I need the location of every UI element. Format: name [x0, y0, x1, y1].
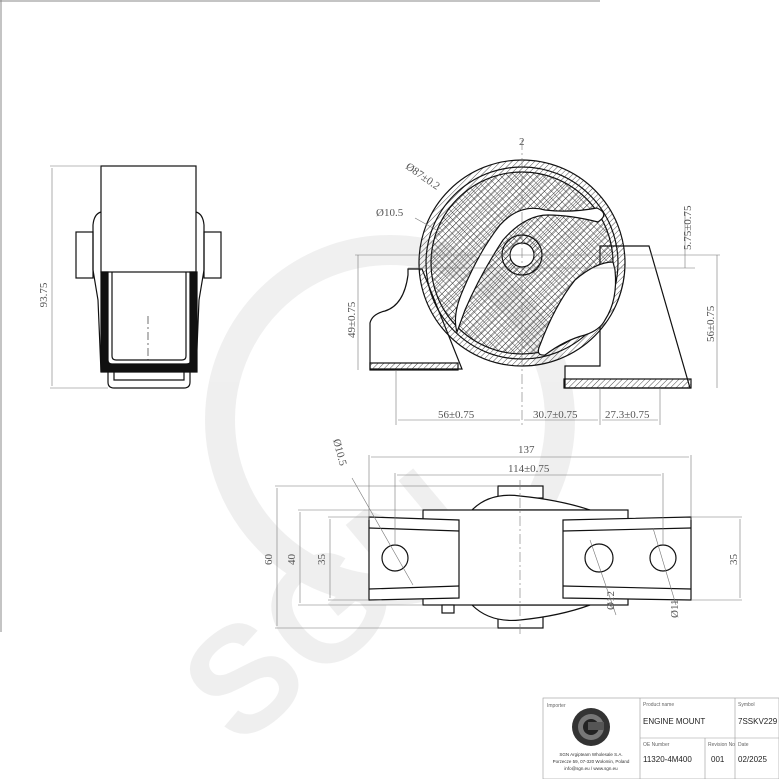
right-flange-width-dim: 35 — [728, 554, 740, 566]
center-mark-label: 2 — [519, 136, 525, 148]
date-label: Date — [738, 742, 749, 748]
left-flange-width-dim: 35 — [316, 554, 328, 566]
side-height-dim: 93.75 — [38, 282, 50, 307]
right-hole-dim: Ø11 — [669, 599, 681, 618]
side-view — [75, 165, 222, 389]
hole-spacing-dim: 114±0.75 — [508, 463, 550, 475]
symbol-label: Symbol — [738, 702, 755, 708]
product-name: ENGINE MOUNT — [643, 717, 705, 726]
left-span-dim: 56±0.75 — [438, 409, 475, 421]
mid-span-dim: 30.7±0.75 — [533, 409, 578, 421]
right-height-dim: 56±0.75 — [705, 305, 717, 342]
date: 02/2025 — [738, 755, 767, 764]
overall-width-dim: 60 — [263, 554, 275, 566]
product-name-label: Product name — [643, 702, 674, 708]
importer-address-line-1: SGN Argipteam Wholesale S.A. — [559, 752, 622, 757]
revision: 001 — [711, 755, 725, 764]
oe-number: 11320-4M400 — [643, 755, 692, 764]
sheet-frame — [0, 0, 600, 632]
offset-top-dim: 5.75±0.75 — [682, 205, 694, 250]
importer-logo — [572, 708, 610, 746]
hole-diameter-dim: Ø10.5 — [376, 207, 404, 219]
revision-label: Revision No — [708, 742, 735, 748]
importer-address-line-2: Porzecze 59, 07-320 Wołomin, Poland — [553, 759, 630, 764]
importer-address-line-3: info@sgn.eu / www.sgn.eu — [564, 766, 618, 771]
overall-length-dim: 137 — [518, 444, 535, 456]
bottom-view-dims — [275, 455, 742, 635]
side-view-dims — [50, 165, 108, 389]
front-view — [369, 159, 692, 389]
bottom-view — [368, 485, 692, 629]
left-height-dim: 49±0.75 — [346, 301, 358, 338]
center-hole-dim: Ø12 — [605, 591, 617, 610]
left-hole-dim: Ø10.5 — [330, 438, 349, 468]
importer-label: Importer — [547, 703, 566, 709]
body-width-dim: 40 — [286, 554, 298, 566]
right-span-dim: 27.3±0.75 — [605, 409, 650, 421]
outer-diameter-dim: Ø87±0.2 — [403, 161, 442, 193]
oe-number-label: OE Number — [643, 742, 670, 748]
symbol: 7SSKV229 — [738, 717, 778, 726]
front-view-dims — [355, 140, 720, 425]
